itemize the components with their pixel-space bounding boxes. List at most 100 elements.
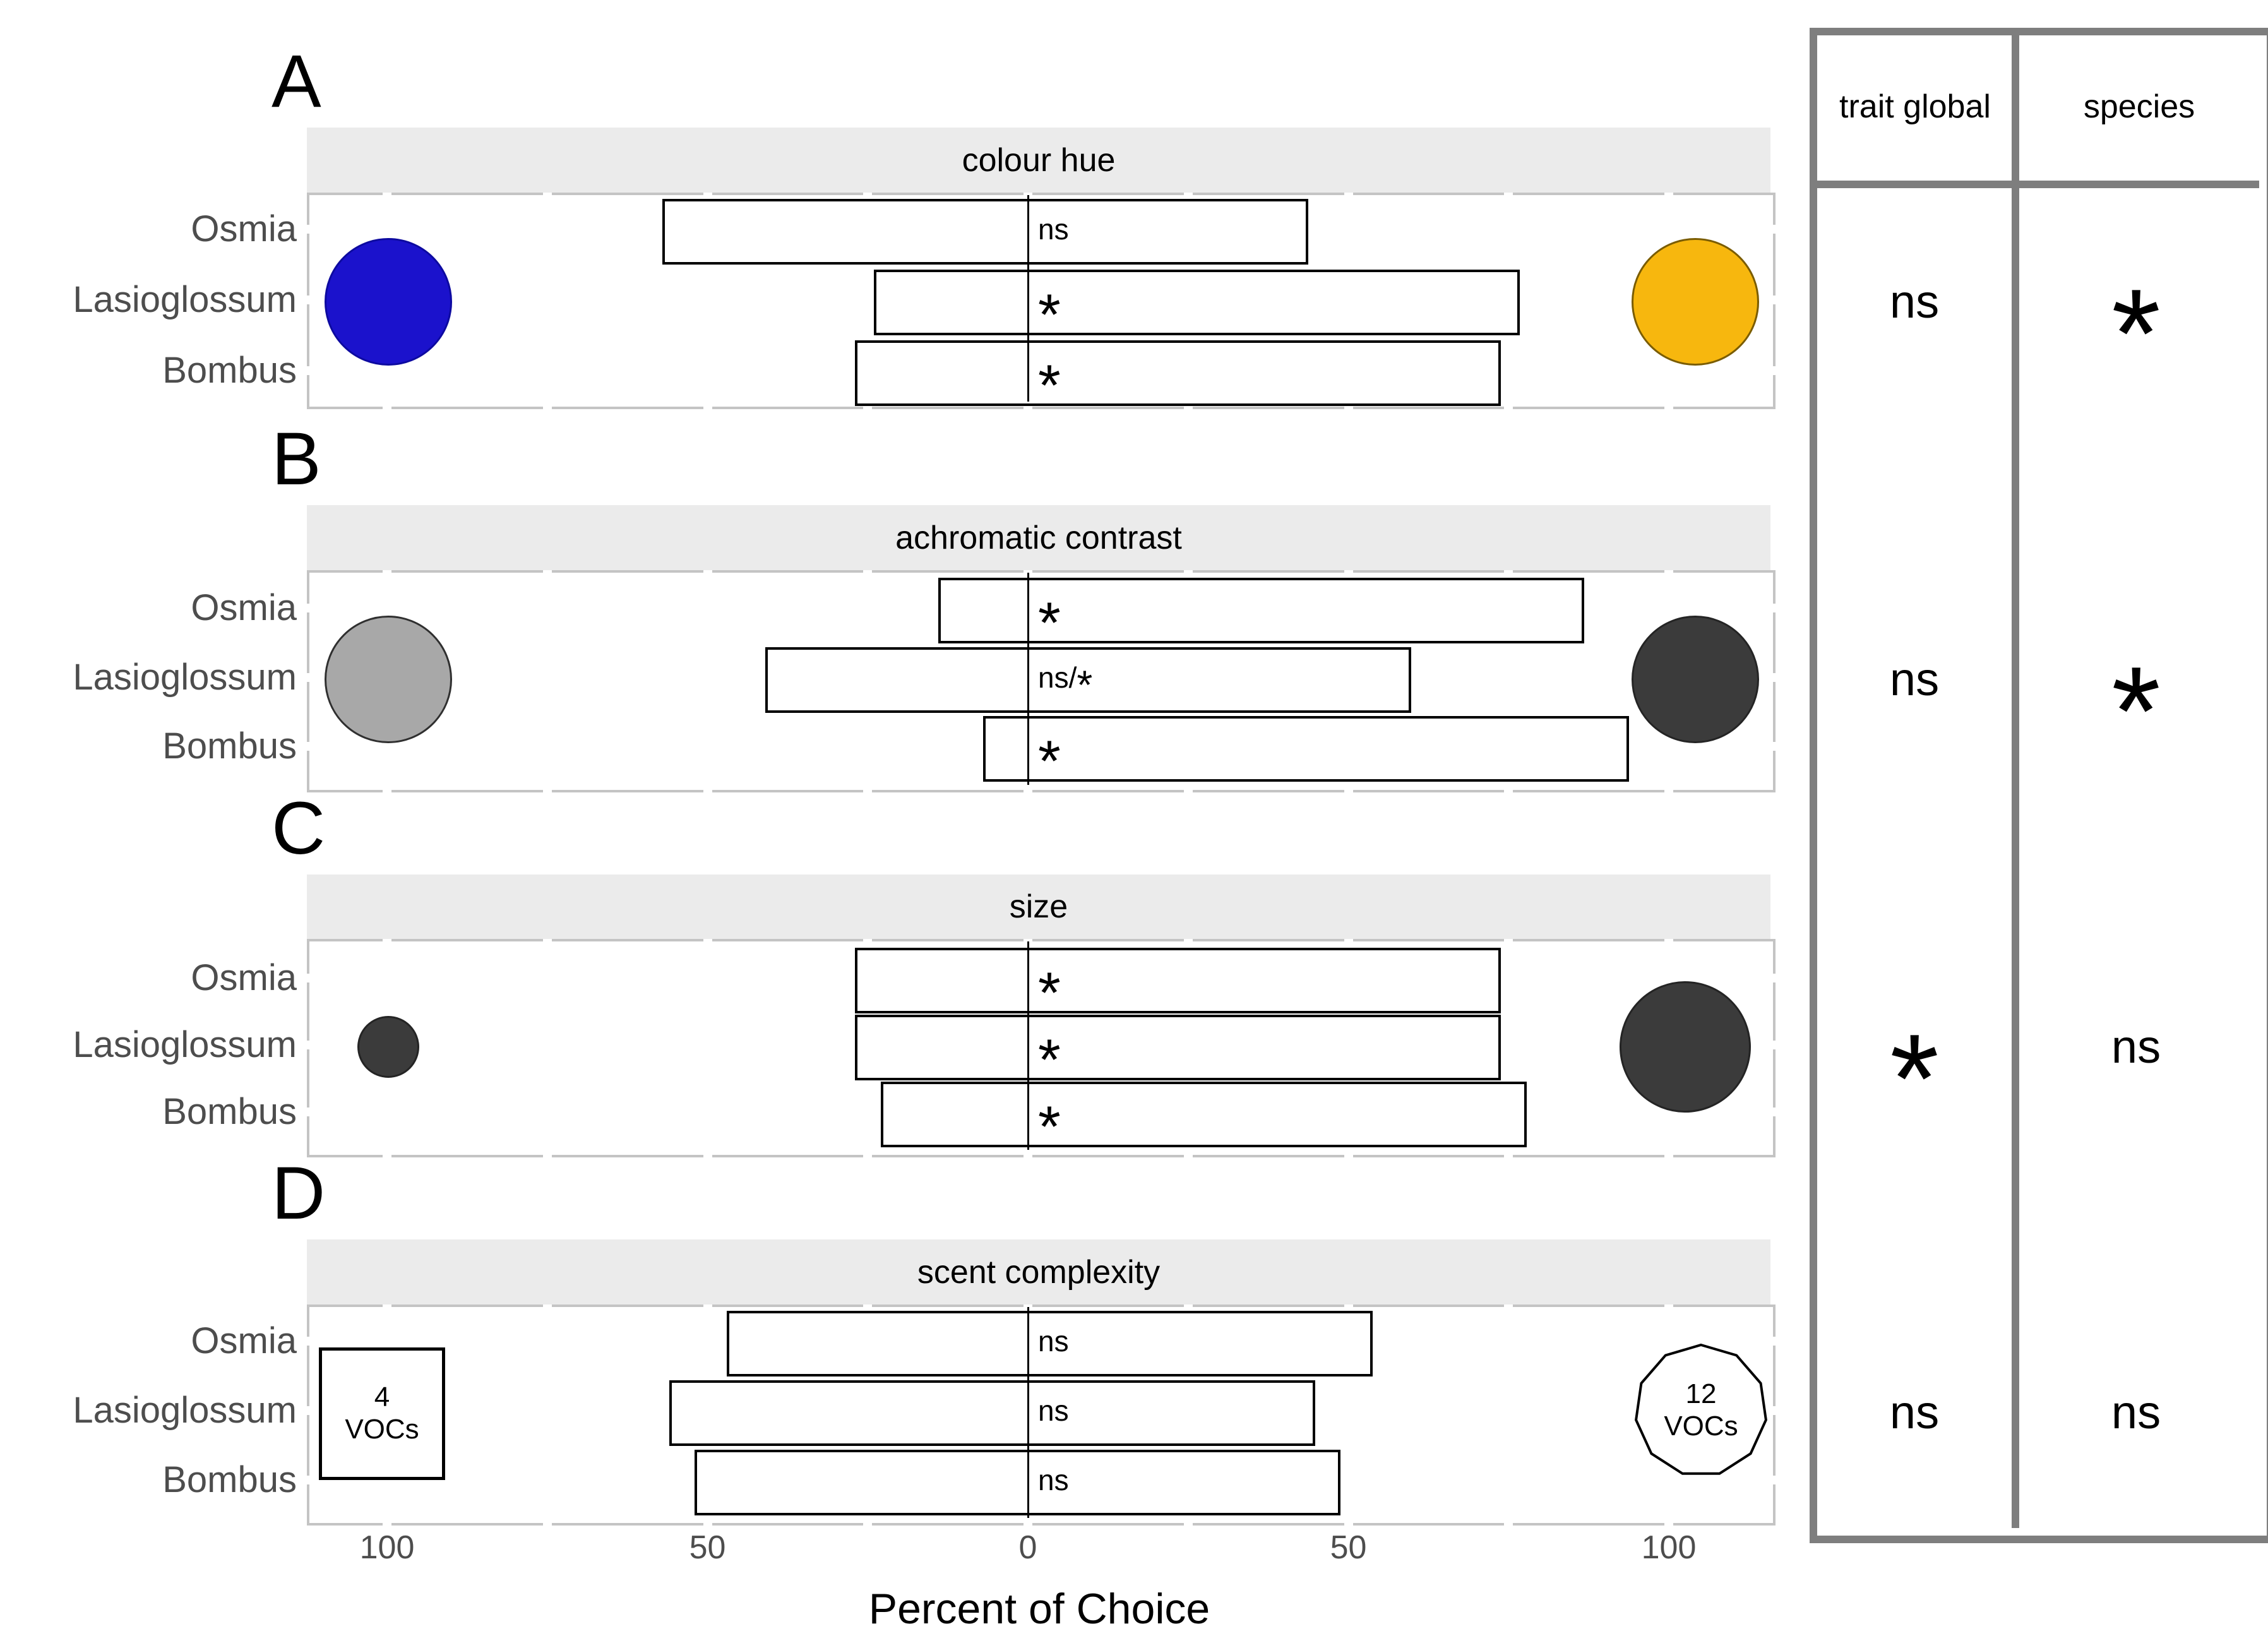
x-tick-gap	[1344, 1523, 1353, 1526]
x-tick-gap	[1664, 1305, 1673, 1307]
x-tick-gap	[542, 570, 552, 573]
x-tick-gap	[1024, 193, 1032, 195]
x-axis-tick-50: 50	[1330, 1529, 1367, 1566]
significance-label-a-osmia: ns	[1038, 213, 1069, 246]
y-tick-gap	[1773, 366, 1776, 375]
table-cell-row3-col1: *	[1890, 1008, 1939, 1149]
ns-significance: ns	[1889, 1385, 1940, 1438]
significance-label-b-lasioglossum: ns/*	[1038, 661, 1093, 708]
polygon-11-icon	[1635, 1343, 1767, 1475]
panel-b-right-stimulus-circle	[1632, 616, 1759, 743]
panel-letter-d: D	[272, 1152, 326, 1235]
significance-label-d-bombus: ns	[1038, 1464, 1069, 1496]
x-tick-gap	[1664, 1155, 1673, 1157]
x-tick-gap	[1183, 570, 1193, 573]
x-tick-gap	[383, 407, 391, 409]
x-axis-tick-50: 50	[689, 1529, 726, 1566]
bar-c-osmia	[854, 948, 1501, 1013]
x-tick-gap	[1024, 570, 1032, 573]
x-tick-gap	[1664, 407, 1673, 409]
y-tick-gap	[307, 1108, 309, 1116]
panel-d-title-strip: scent complexity	[307, 1239, 1770, 1305]
x-tick-gap	[542, 407, 552, 409]
x-tick-gap	[863, 1305, 873, 1307]
x-tick-gap	[542, 1155, 552, 1157]
zero-reference-line	[1027, 195, 1029, 402]
panel-a-left-stimulus-circle	[325, 238, 452, 366]
y-tick-gap	[1773, 1476, 1776, 1484]
x-tick-gap	[542, 1523, 552, 1526]
significance-label-c-bombus: *	[1038, 1094, 1061, 1159]
x-tick-gap	[383, 939, 391, 941]
y-tick-gap	[1773, 974, 1776, 982]
x-tick-gap	[1344, 1155, 1353, 1157]
x-tick-gap	[542, 790, 552, 792]
x-tick-gap	[1183, 193, 1193, 195]
y-tick-gap	[1773, 296, 1776, 304]
x-tick-gap	[1664, 1523, 1673, 1526]
x-tick-gap	[1504, 1523, 1513, 1526]
significance-label-a-lasioglossum: *	[1038, 282, 1061, 347]
x-tick-gap	[1024, 407, 1032, 409]
x-tick-gap	[703, 1155, 712, 1157]
y-tick-gap	[1773, 604, 1776, 612]
y-tick-gap	[1773, 742, 1776, 751]
zero-reference-line	[1027, 1307, 1029, 1518]
y-axis-label-bombus: Bombus	[162, 350, 297, 391]
x-tick-gap	[703, 193, 712, 195]
y-tick-gap	[307, 1476, 309, 1484]
x-tick-gap	[1344, 790, 1353, 792]
panel-d-right-stimulus-polygon-11: 12 VOCs	[1632, 1341, 1770, 1480]
x-tick-gap	[1183, 1305, 1193, 1307]
x-axis-tick-100: 100	[359, 1529, 415, 1566]
panel-c-right-stimulus-circle	[1620, 981, 1751, 1113]
table-cell-row2-col2: *	[2111, 641, 2161, 782]
x-tick-gap	[383, 1155, 391, 1157]
ns-significance: ns	[1889, 275, 1940, 328]
x-tick-gap	[1344, 193, 1353, 195]
y-axis-label-bombus: Bombus	[162, 1091, 297, 1132]
x-tick-gap	[1344, 570, 1353, 573]
bar-c-lasioglossum	[854, 1015, 1501, 1080]
x-tick-gap	[1504, 193, 1513, 195]
x-tick-gap	[703, 1305, 712, 1307]
panel-letter-c: C	[272, 787, 326, 870]
x-tick-gap	[1664, 570, 1673, 573]
table-cell-row4-col2: ns	[2023, 1336, 2249, 1488]
significance-table	[1810, 28, 2268, 1543]
panel-c-plot-area: ***	[307, 939, 1776, 1157]
x-tick-gap	[863, 790, 873, 792]
y-axis-label-lasioglossum: Lasioglossum	[73, 657, 297, 698]
x-axis-title: Percent of Choice	[868, 1585, 1210, 1633]
x-axis-tick-100: 100	[1641, 1529, 1697, 1566]
y-tick-gap	[307, 604, 309, 612]
y-tick-gap	[1773, 1406, 1776, 1415]
panel-letter-b: B	[272, 417, 321, 501]
table-cell-row1-col2: *	[2111, 263, 2161, 404]
x-tick-gap	[1504, 790, 1513, 792]
y-tick-gap	[1773, 225, 1776, 234]
table-cell-row3-col2: ns	[2023, 970, 2249, 1122]
bar-a-bombus	[854, 340, 1501, 406]
x-tick-gap	[1664, 790, 1673, 792]
ns-significance: ns	[2111, 1020, 2161, 1073]
y-axis-label-lasioglossum: Lasioglossum	[73, 1390, 297, 1431]
y-tick-gap	[307, 974, 309, 982]
y-axis-label-lasioglossum: Lasioglossum	[73, 279, 297, 320]
panel-d-left-stimulus-square: 4 VOCs	[319, 1347, 445, 1480]
y-tick-gap	[1773, 673, 1776, 682]
x-tick-gap	[1504, 570, 1513, 573]
y-tick-gap	[1773, 1337, 1776, 1346]
x-tick-gap	[542, 939, 552, 941]
x-tick-gap	[703, 407, 712, 409]
significance-label-d-osmia: ns	[1038, 1325, 1069, 1358]
x-tick-gap	[1024, 790, 1032, 792]
y-tick-gap	[1773, 1041, 1776, 1049]
x-tick-gap	[1664, 939, 1673, 941]
panel-a-plot-area: ns**	[307, 193, 1776, 415]
x-tick-gap	[383, 1523, 391, 1526]
x-tick-gap	[703, 939, 712, 941]
significance-label-c-osmia: *	[1038, 960, 1061, 1025]
x-tick-gap	[1183, 939, 1193, 941]
x-tick-gap	[1024, 1155, 1032, 1157]
